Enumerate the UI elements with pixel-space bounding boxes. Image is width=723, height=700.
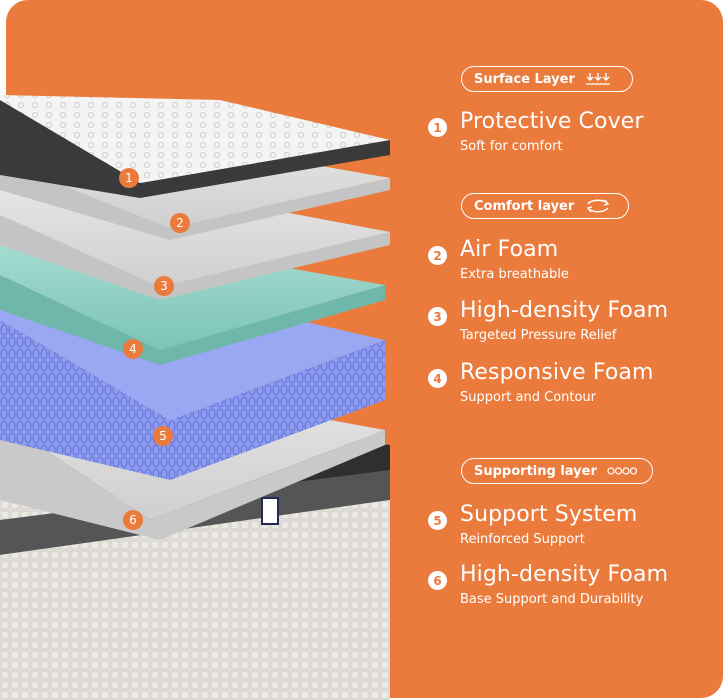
section-pill-supporting-layer: Supporting layer	[461, 458, 653, 484]
item-title: Support System	[460, 502, 638, 527]
item-number-badge: 6	[428, 571, 447, 590]
svg-text:4: 4	[129, 342, 137, 356]
item-subtitle: Soft for comfort	[460, 139, 563, 154]
item-subtitle: Base Support and Durability	[460, 592, 644, 607]
item-number-badge: 2	[428, 246, 447, 265]
item-subtitle: Reinforced Support	[460, 532, 585, 547]
down-arrows-icon	[585, 72, 611, 86]
item-subtitle: Targeted Pressure Relief	[460, 328, 617, 343]
item-subtitle: Extra breathable	[460, 267, 569, 282]
item-title: Responsive Foam	[460, 360, 654, 385]
section-pill-label: Surface Layer	[474, 71, 575, 87]
layer-marker-2: 2	[170, 213, 190, 233]
item-number-badge: 1	[428, 118, 447, 137]
item-subtitle: Support and Contour	[460, 390, 597, 405]
svg-text:5: 5	[159, 429, 167, 443]
item-number-badge: 3	[428, 307, 447, 326]
svg-text:6: 6	[129, 513, 137, 527]
item-number-badge: 5	[428, 511, 447, 530]
layer-marker-3: 3	[154, 276, 174, 296]
layer-1-protective-cover	[0, 95, 390, 198]
svg-text:1: 1	[125, 171, 133, 185]
item-title: Protective Cover	[460, 109, 644, 134]
section-pill-comfort-layer: Comfort layer	[461, 193, 629, 219]
layer-marker-4: 4	[123, 339, 143, 359]
svg-text:2: 2	[176, 216, 184, 230]
section-pill-label: Supporting layer	[474, 463, 597, 479]
layer-marker-1: 1	[119, 168, 139, 188]
layer-marker-5: 5	[153, 426, 173, 446]
section-pill-surface-layer: Surface Layer	[461, 66, 633, 92]
item-title: Air Foam	[460, 237, 559, 262]
item-title: High-density Foam	[460, 298, 669, 323]
coil-springs-icon	[607, 465, 637, 477]
item-title: High-density Foam	[460, 562, 669, 587]
section-pill-label: Comfort layer	[474, 198, 575, 214]
item-number-badge: 4	[428, 369, 447, 388]
circular-arrows-icon	[584, 198, 612, 214]
svg-text:3: 3	[160, 279, 168, 293]
layer-marker-6: 6	[123, 510, 143, 530]
